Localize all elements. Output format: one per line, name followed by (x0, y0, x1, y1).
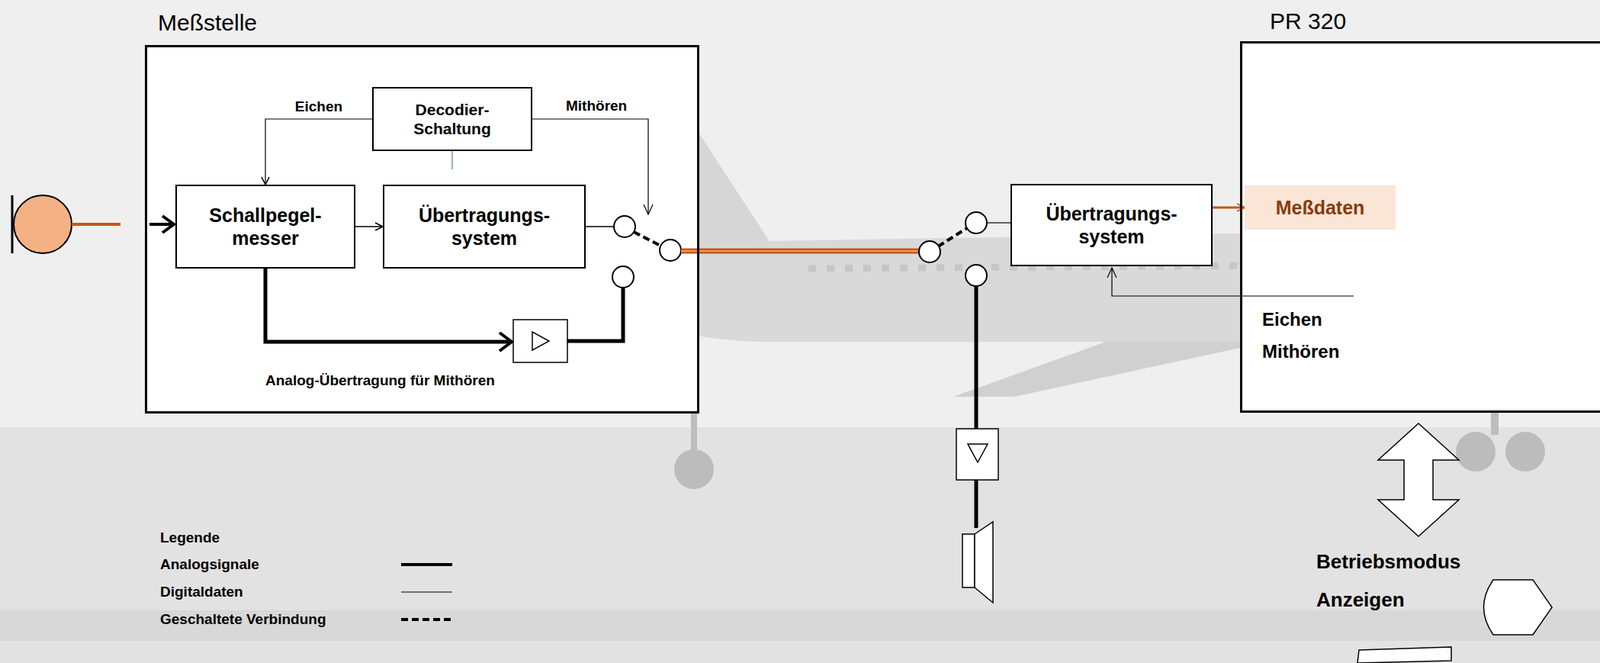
box-heading: PR 320 (1269, 7, 1347, 36)
arrow-head (643, 204, 653, 215)
analog-input (149, 222, 173, 226)
control-line (1111, 268, 1354, 296)
switch-contact (965, 264, 987, 286)
digital-line (986, 221, 1011, 223)
data-box: Meßdaten (1244, 185, 1396, 230)
legend-text: Analogsignale (160, 555, 260, 573)
switch-contact (918, 240, 941, 263)
legend-title: Legende (160, 528, 220, 547)
wheel (674, 449, 714, 489)
speaker-symbol (962, 533, 975, 588)
box-heading: Meßstelle (157, 9, 258, 37)
decoder-stub (451, 151, 453, 170)
analog-line (265, 268, 510, 342)
station-panel (144, 44, 700, 414)
box-label: Meßdaten (1275, 195, 1366, 219)
data-arrow (355, 225, 383, 228)
switch-contact (612, 266, 634, 288)
digital-line (585, 225, 614, 228)
arrow-head (499, 332, 512, 351)
transmission-line-core (681, 250, 919, 252)
signal-label: Mithören (565, 97, 627, 115)
switch-contact (659, 239, 682, 261)
switch-contact (965, 212, 987, 234)
speaker-symbol (974, 521, 993, 603)
arrow-head (162, 215, 174, 233)
switch-lever (938, 228, 968, 247)
amplifier-symbol (967, 443, 988, 463)
transmission-line (681, 248, 919, 254)
amplifier-symbol (532, 331, 550, 351)
analog-line (567, 287, 624, 341)
mode-label: Betriebsmodus Anzeigen (1316, 542, 1461, 619)
legend-sample (401, 562, 453, 566)
box-label: Übertragungs- system (1045, 202, 1177, 248)
apron (0, 427, 1600, 663)
amplifier-box (956, 428, 999, 480)
microphone-symbol (13, 195, 72, 254)
box-label: Schallpegel- messer (208, 203, 322, 250)
keyboard-symbol (1357, 646, 1452, 663)
wheel (1505, 431, 1546, 472)
analog-line (974, 285, 979, 429)
runway-strip (0, 610, 1600, 641)
wheel (1455, 431, 1496, 472)
transmission-box: Übertragungs- system (382, 184, 586, 269)
path-label: Analog-Übertragung für Mithören (265, 372, 495, 389)
computer-panel (1240, 41, 1600, 413)
legend-sample (401, 591, 453, 592)
arrow-head (1107, 267, 1117, 278)
switch-contact (613, 215, 636, 238)
legend-text: Digitaldaten (160, 583, 244, 601)
transmission-box: Übertragungs- system (1010, 183, 1213, 267)
edge-label: Eichen (293, 98, 344, 116)
analog-line (974, 479, 979, 528)
microphone-cable (71, 222, 121, 226)
decoder-box: Decodier- Schaltung (372, 86, 533, 152)
amplifier-box (513, 319, 568, 363)
sound-level-meter-box: Schallpegel- messer (175, 184, 356, 269)
box-label: Decodier- Schaltung (413, 99, 492, 139)
double-arrow (1378, 423, 1459, 537)
control-label: Eichen Mithören (1262, 303, 1340, 368)
display-symbol (1484, 579, 1553, 635)
box-label: Übertragungs- system (418, 203, 550, 250)
legend-text: Geschaltete Verbindung (160, 610, 327, 628)
switch-lever (633, 231, 661, 246)
legend-sample (401, 617, 453, 621)
calibration-arrow (265, 118, 373, 185)
